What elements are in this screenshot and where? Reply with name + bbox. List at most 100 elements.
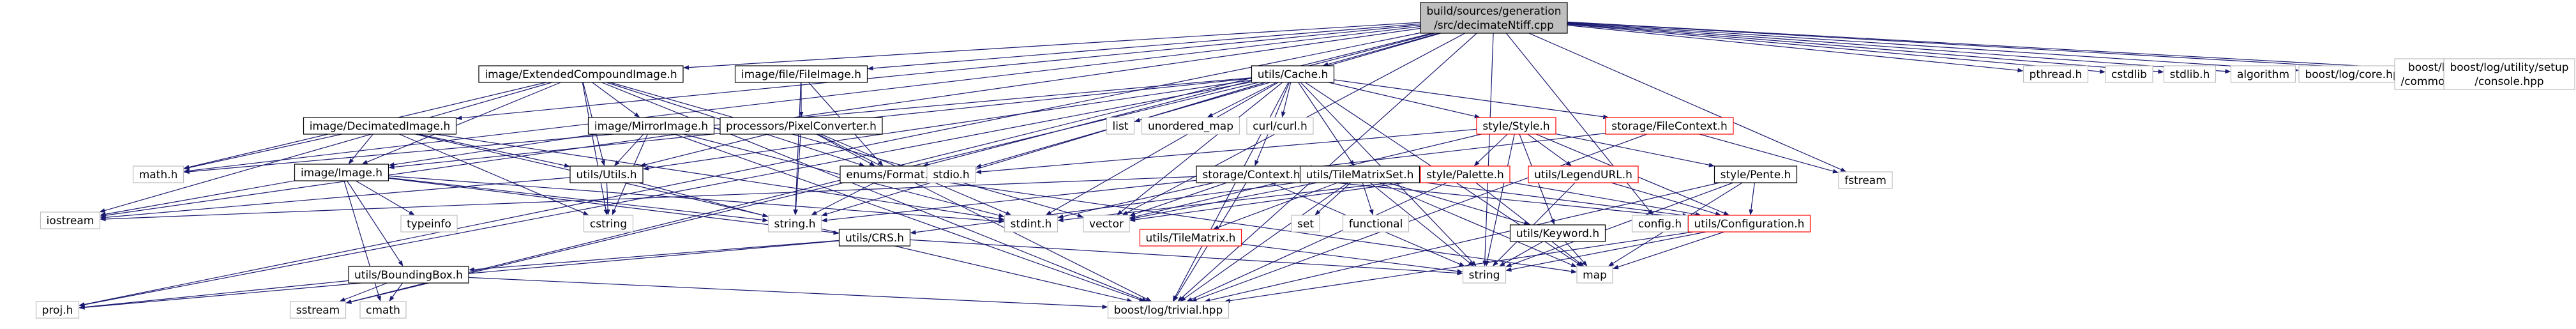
edge-tms-to-tilematrix <box>1218 182 1338 228</box>
arrowhead-decimated-to-math <box>183 165 190 170</box>
arrowhead-tms-to-set <box>1314 210 1321 215</box>
edge-configuration-to-string <box>1511 231 1706 270</box>
node-file_image[interactable]: image/file/FileImage.h <box>734 65 868 83</box>
node-context[interactable]: storage/Context.h <box>1196 165 1307 183</box>
node-box-decimated <box>303 117 457 135</box>
arrowhead-pixconv-to-enums <box>869 161 876 166</box>
edge-pixconv-to-utils <box>645 134 768 165</box>
edge-layer <box>79 21 2444 310</box>
edge-root-to-stdlib <box>1567 23 2158 72</box>
edge-root-to-proj <box>84 32 1421 305</box>
node-crs[interactable]: utils/CRS.h <box>838 229 911 247</box>
edge-root-to-cache <box>1328 33 1440 65</box>
arrowhead-image-to-typeinfo <box>409 210 415 215</box>
edge-root-to-common_attr <box>1567 22 2390 70</box>
node-label-iostream: iostream <box>47 215 94 227</box>
node-box-enums <box>840 165 942 183</box>
node-label-keyword: utils/Keyword.h <box>1516 227 1599 240</box>
node-label-set: set <box>1297 218 1314 231</box>
node-box-sstream <box>289 301 347 319</box>
edge-root-to-enums <box>928 33 1435 165</box>
arrowhead-cache-to-math <box>183 169 190 174</box>
node-style[interactable]: style/Style.h <box>1476 117 1556 135</box>
node-label-cmath: cmath <box>366 304 400 317</box>
node-trivial: boost/log/trivial.hpp <box>1107 301 1230 319</box>
edge-palette-to-configuration <box>1509 181 1696 215</box>
edge-mirror-to-utils <box>617 134 644 162</box>
edge-keyword-to-map <box>1565 241 1584 263</box>
edge-tms-to-vector <box>1134 182 1318 218</box>
arrowhead-root-to-decimated <box>456 116 462 121</box>
node-box-tilematrix <box>1139 229 1242 247</box>
arrowhead-cache-to-vector <box>1117 210 1123 215</box>
edge-root-to-fstream <box>1528 33 1842 170</box>
node-cache[interactable]: utils/Cache.h <box>1251 65 1335 83</box>
arrowhead-style-to-keyword <box>1550 218 1555 225</box>
node-tms[interactable]: utils/TileMatrixSet.h <box>1299 165 1420 183</box>
edge-palette-to-trivial <box>1191 182 1447 300</box>
node-root[interactable]: build/sources/generation/src/decimateNti… <box>1420 2 1568 34</box>
node-box-stdlib <box>2163 65 2217 83</box>
node-palette[interactable]: style/Palette.h <box>1420 165 1510 183</box>
node-tilematrix[interactable]: utils/TileMatrix.h <box>1139 229 1242 247</box>
node-bbox[interactable]: utils/BoundingBox.h <box>348 266 469 284</box>
node-box-vector <box>1083 215 1130 233</box>
node-label-style: style/Style.h <box>1482 120 1549 133</box>
node-label-configuration: utils/Configuration.h <box>1694 218 1805 231</box>
node-vector: vector <box>1083 215 1130 233</box>
edge-pixconv-to-enums <box>816 134 871 164</box>
edge-root-to-stdio <box>981 33 1441 167</box>
arrowhead-cache-to-string <box>1470 261 1477 266</box>
node-label-cstdlib: cstdlib <box>2111 68 2147 81</box>
node-utils[interactable]: utils/Utils.h <box>569 165 644 183</box>
node-label-string: string <box>1469 269 1500 282</box>
node-pixconv[interactable]: processors/PixelConverter.h <box>719 117 883 135</box>
edge-bbox-to-cmath <box>392 282 403 298</box>
arrowhead-context-to-string <box>1459 262 1465 266</box>
node-image[interactable]: image/Image.h <box>294 164 389 181</box>
node-config: config.h <box>1631 215 1689 233</box>
node-pente[interactable]: style/Pente.h <box>1714 165 1798 183</box>
node-ext_compound[interactable]: image/ExtendedCompoundImage.h <box>478 65 684 83</box>
edge-tms-to-configuration <box>1419 181 1683 216</box>
edge-style-to-pente <box>1555 133 1710 165</box>
edge-tms-to-trivial <box>1184 182 1348 299</box>
arrowhead-context-to-trivial <box>1173 295 1179 302</box>
arrowhead-mirror-to-stdint <box>998 213 1005 218</box>
node-label-context: storage/Context.h <box>1202 169 1300 181</box>
node-list: list <box>1106 117 1135 135</box>
node-cstring: cstring <box>583 215 634 233</box>
node-label-tilematrix: utils/TileMatrix.h <box>1146 232 1236 245</box>
node-box-filecontext <box>1605 117 1734 135</box>
arrowhead-image-to-string_h <box>762 217 769 222</box>
arrowhead-palette-to-trivial <box>1186 297 1193 302</box>
arrowhead-enums-to-map <box>1570 269 1577 274</box>
node-decimated[interactable]: image/DecimatedImage.h <box>303 117 457 135</box>
arrowhead-palette-to-stdint <box>1057 217 1064 222</box>
node-filecontext[interactable]: storage/FileContext.h <box>1605 117 1734 135</box>
node-box-style <box>1476 117 1556 135</box>
arrowhead-root-to-pthread <box>2017 68 2024 73</box>
edge-crs-to-string <box>910 239 1457 274</box>
node-configuration[interactable]: utils/Configuration.h <box>1687 215 1811 233</box>
node-console: boost/log/utility/setup/console.hpp <box>2443 58 2575 90</box>
arrowhead-mirror-to-image <box>388 162 395 167</box>
node-box-console <box>2443 58 2575 90</box>
arrowhead-image-to-bbox <box>398 260 403 266</box>
arrowhead-tms-to-functional <box>1369 209 1374 215</box>
edge-pixconv-to-string_h <box>795 134 801 210</box>
edge-utils-to-string_h <box>638 182 763 216</box>
arrowhead-style-to-stdio <box>975 169 982 174</box>
node-label-config: config.h <box>1638 218 1682 231</box>
node-mirror[interactable]: image/MirrorImage.h <box>587 117 715 135</box>
node-keyword[interactable]: utils/Keyword.h <box>1509 224 1606 242</box>
node-enums[interactable]: enums/Format.h <box>840 165 942 183</box>
node-legend[interactable]: utils/LegendURL.h <box>1528 165 1639 183</box>
node-stdint: stdint.h <box>1004 215 1058 233</box>
arrowhead-mirror-to-utils <box>614 160 620 166</box>
node-label-functional: functional <box>1349 218 1403 231</box>
arrowhead-image-to-cmath <box>377 295 381 302</box>
edge-legend-to-configuration <box>1611 182 1716 215</box>
node-label-decimated: image/DecimatedImage.h <box>310 120 451 133</box>
arrowhead-mirror-to-trivial <box>1138 297 1145 302</box>
